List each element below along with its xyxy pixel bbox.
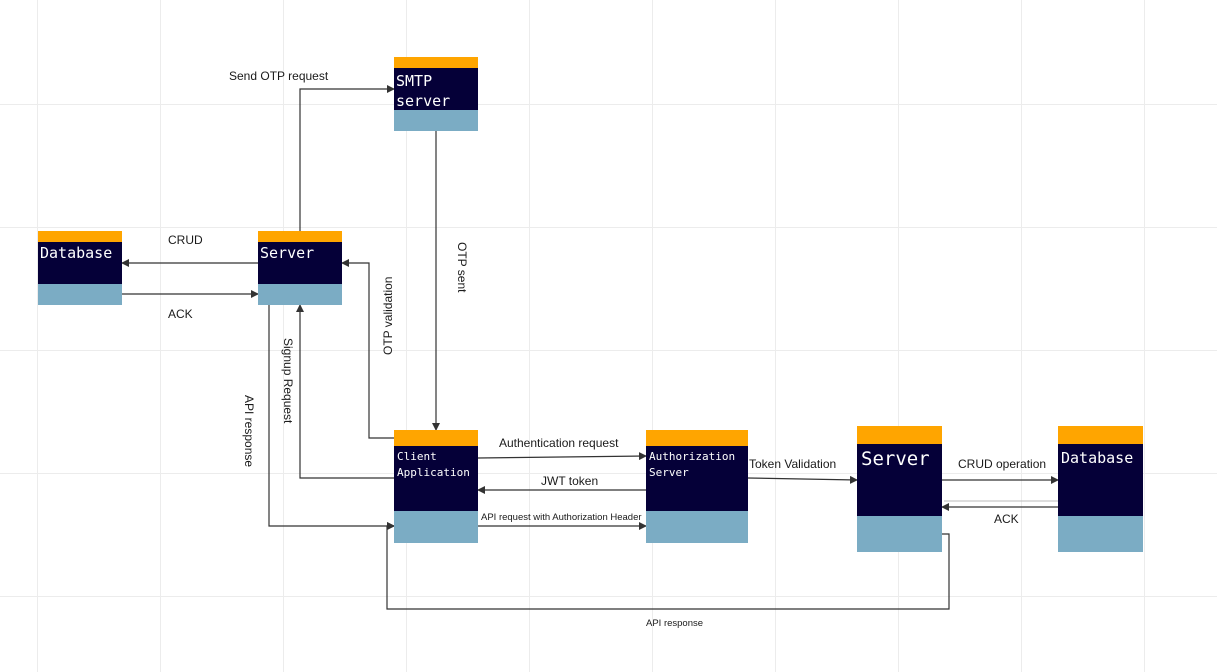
edge-auth-request	[477, 452, 647, 461]
client-application-label: Client Application	[394, 446, 478, 511]
api-request-label: API request with Authorization Header	[481, 512, 642, 523]
database-right-label: Database	[1058, 444, 1143, 516]
auth-request-label: Authentication request	[499, 436, 619, 450]
signup-request-label: Signup Request	[281, 338, 295, 424]
authorization-server-label: Authorization Server	[646, 446, 748, 511]
edge-send-otp	[299, 85, 395, 231]
server-left-label: Server	[258, 242, 342, 284]
client-application-node[interactable]: Client Application	[394, 430, 478, 543]
ack-right-label: ACK	[994, 512, 1019, 526]
server-right-node[interactable]: Server	[857, 426, 942, 552]
server-left-node[interactable]: Server	[258, 231, 342, 305]
api-response-bottom-label: API response	[646, 618, 704, 629]
jwt-token-label: JWT token	[541, 474, 599, 488]
authorization-server-node[interactable]: Authorization Server	[646, 430, 748, 543]
crud-operation-label: CRUD operation	[958, 457, 1047, 471]
ack-left-label: ACK	[168, 307, 193, 321]
server-right-label: Server	[857, 444, 942, 516]
edge-signup	[296, 304, 394, 479]
database-left-node[interactable]: Database	[38, 231, 122, 305]
database-left-label: Database	[38, 242, 122, 284]
edge-token-validation	[747, 475, 858, 484]
crud-label: CRUD	[168, 233, 203, 247]
edge-otp-validation	[341, 259, 394, 439]
otp-sent-label: OTP sent	[455, 242, 469, 293]
smtp-server-node[interactable]: SMTP server	[394, 57, 478, 131]
otp-validation-label: OTP validation	[381, 276, 395, 356]
token-validation-label: Token Validation	[749, 457, 837, 471]
edge-api-response-bottom	[386, 522, 950, 610]
database-right-node[interactable]: Database	[1058, 426, 1143, 552]
send-otp-label: Send OTP request	[229, 69, 329, 83]
api-response-left-label: API response	[242, 395, 256, 468]
edge-api-response-left	[268, 305, 395, 530]
smtp-server-label: SMTP server	[394, 68, 478, 110]
